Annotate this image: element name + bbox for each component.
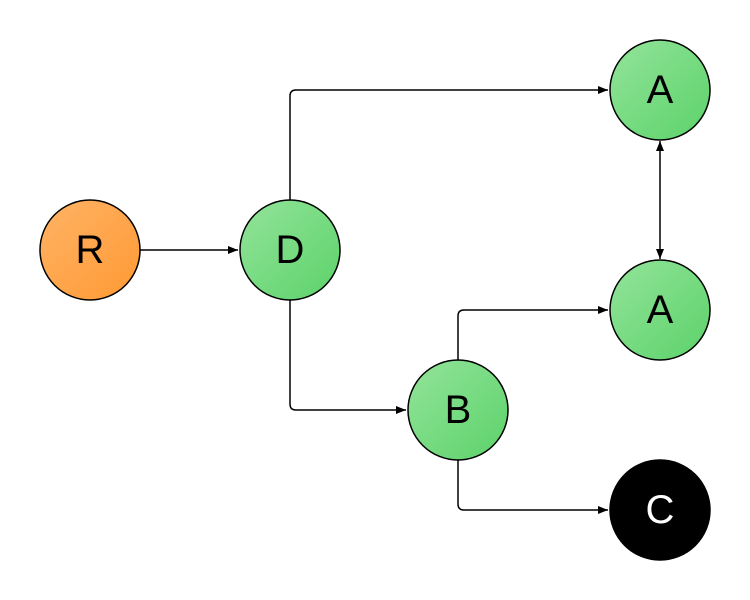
node-a2-circle xyxy=(609,259,711,361)
node-a1[interactable]: A xyxy=(609,39,711,141)
edge-b-to-a2 xyxy=(457,306,608,360)
node-b-circle xyxy=(407,359,509,461)
edge-b-to-c xyxy=(457,460,608,514)
node-c[interactable]: C xyxy=(609,459,711,561)
node-r-circle xyxy=(39,199,141,301)
node-r[interactable]: R xyxy=(39,199,141,301)
node-d[interactable]: D xyxy=(239,199,341,301)
node-a2-label: A xyxy=(647,288,674,332)
edge-d-to-b xyxy=(289,300,406,414)
node-r-label: R xyxy=(76,228,105,272)
node-c-label: C xyxy=(646,488,675,532)
edge-d-to-a1 xyxy=(289,86,608,200)
nodes-layer: R D A A B C xyxy=(39,39,711,561)
node-c-circle xyxy=(609,459,711,561)
node-d-label: D xyxy=(276,228,305,272)
node-b[interactable]: B xyxy=(407,359,509,461)
node-a1-label: A xyxy=(647,68,674,112)
node-b-label: B xyxy=(445,388,472,432)
node-a2[interactable]: A xyxy=(609,259,711,361)
node-a1-circle xyxy=(609,39,711,141)
edges-layer xyxy=(140,86,664,514)
node-d-circle xyxy=(239,199,341,301)
